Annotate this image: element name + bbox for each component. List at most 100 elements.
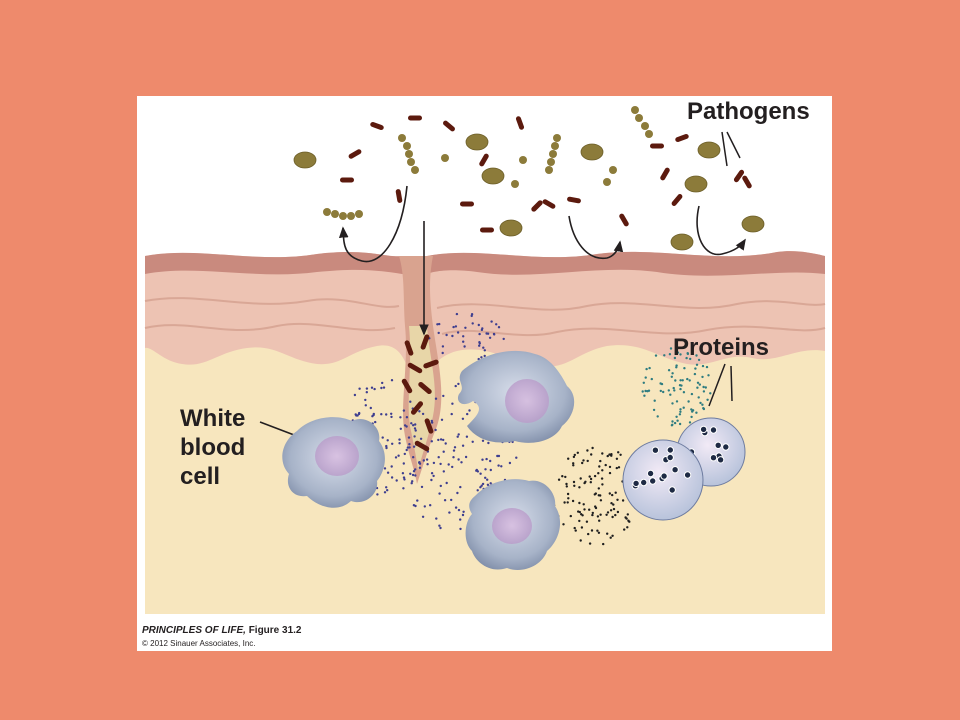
protein-dot: [365, 391, 368, 394]
protein-dot: [606, 454, 609, 458]
protein-dot: [450, 498, 453, 502]
protein-dot: [591, 513, 594, 517]
protein-dot: [577, 510, 580, 513]
granule: [709, 454, 718, 462]
protein-dot: [456, 435, 459, 438]
protein-dot: [701, 375, 704, 379]
protein-dot: [354, 413, 357, 416]
protein-dot: [383, 467, 387, 470]
protein-dot: [422, 459, 425, 462]
protein-dot: [413, 427, 417, 430]
protein-dot: [386, 439, 389, 442]
protein-dot: [601, 452, 604, 455]
protein-dot: [608, 453, 611, 456]
protein-dot: [447, 463, 450, 466]
protein-dot: [671, 402, 674, 405]
protein-dot: [663, 354, 666, 357]
pathogens-leader: [721, 131, 741, 167]
protein-dot: [386, 489, 389, 492]
protein-dot: [439, 438, 443, 441]
rod-bacterium: [619, 213, 629, 227]
protein-dot: [602, 542, 605, 546]
oval-bacterium: [481, 167, 505, 185]
protein-dot: [465, 435, 469, 438]
protein-dot: [457, 433, 460, 436]
protein-dot: [609, 536, 612, 539]
protein-dot: [445, 481, 448, 485]
protein-dot: [409, 400, 412, 403]
proteins-leader: [708, 363, 733, 407]
protein-dot: [471, 322, 474, 325]
protein-dot: [588, 508, 591, 511]
protein-dot: [372, 412, 375, 416]
oval-bacterium: [499, 219, 523, 237]
protein-dot: [451, 402, 454, 405]
protein-dot: [671, 372, 674, 375]
protein-dot: [610, 453, 613, 456]
protein-dot: [445, 333, 448, 337]
pathogen-repelled-arrow: [568, 215, 624, 259]
protein-dot: [410, 482, 413, 485]
protein-dot: [642, 381, 645, 384]
protein-dot: [583, 508, 586, 511]
protein-dot: [674, 379, 677, 382]
protein-dot: [418, 410, 421, 413]
protein-dot: [454, 384, 457, 388]
protein-dot: [697, 396, 700, 399]
protein-dot: [557, 478, 561, 481]
rod-bacterium: [515, 116, 525, 130]
protein-dot: [412, 424, 415, 427]
protein-dot: [357, 412, 361, 416]
protein-dot: [395, 479, 398, 482]
granule: [722, 443, 730, 451]
protein-dot: [707, 374, 710, 377]
rod-bacterium: [418, 381, 432, 395]
protein-dot: [578, 501, 581, 505]
protein-dot: [588, 475, 591, 478]
protein-dot: [442, 470, 445, 473]
protein-dot: [615, 466, 618, 470]
protein-dot: [442, 438, 445, 442]
protein-dot: [443, 499, 447, 502]
illustration: [144, 106, 826, 614]
protein-dot: [608, 465, 612, 469]
rod-bacterium: [671, 194, 683, 206]
protein-dot: [456, 331, 460, 334]
protein-dot: [669, 393, 672, 396]
nucleus: [505, 379, 549, 423]
coccus-bacterium: [549, 150, 557, 158]
protein-dot: [391, 442, 394, 445]
granule: [683, 471, 692, 479]
rod-bacterium: [567, 196, 581, 204]
protein-dot: [414, 468, 417, 471]
protein-dot: [671, 420, 674, 423]
protein-dot: [487, 441, 490, 445]
nucleus: [492, 508, 532, 544]
protein-dot: [482, 346, 485, 349]
protein-dot: [675, 415, 678, 418]
granule: [632, 479, 640, 488]
protein-dot: [439, 484, 442, 488]
protein-dot: [403, 424, 407, 427]
protein-dot: [453, 446, 457, 449]
label-line: cell: [180, 463, 221, 490]
protein-dot: [471, 440, 474, 443]
protein-dot: [414, 429, 417, 432]
coccus-bacterium: [641, 122, 649, 130]
protein-dot: [353, 393, 357, 397]
granule: [651, 446, 660, 454]
rod-bacterium: [407, 362, 423, 374]
protein-dot: [430, 472, 434, 475]
protein-dot: [365, 387, 369, 390]
rod-bacterium: [660, 167, 670, 181]
protein-dot: [370, 386, 374, 389]
protein-dot: [579, 539, 582, 542]
protein-dot: [597, 531, 601, 534]
protein-dot: [437, 438, 440, 442]
protein-dot: [562, 523, 565, 526]
protein-dot: [659, 389, 662, 393]
protein-dot: [597, 472, 600, 475]
protein-dot: [572, 462, 575, 465]
protein-dot: [675, 400, 679, 403]
protein-dot: [680, 384, 683, 387]
